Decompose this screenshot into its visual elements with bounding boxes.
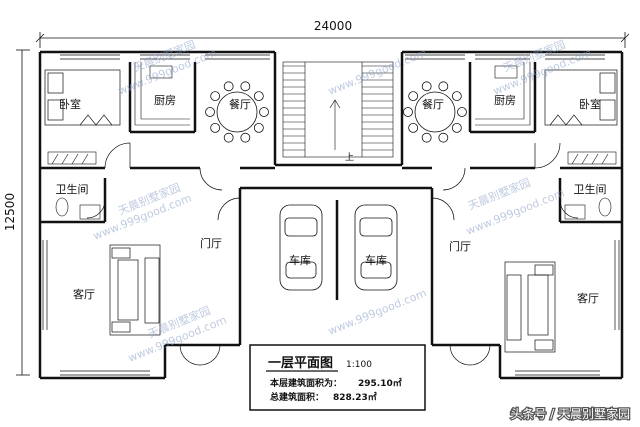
bed-left: [44, 69, 121, 126]
room-label-foyer-left: 门厅: [200, 236, 222, 250]
plan-scale: 1:100: [346, 360, 372, 370]
floor-area-value: 295.10㎡: [358, 377, 402, 389]
stair-up-label: 上: [345, 152, 354, 163]
height-dimension-label: 12500: [3, 193, 17, 231]
staircase: [282, 61, 394, 158]
watermarks: 天晨别墅家园 www.999good.com www.999good.com 天…: [91, 37, 593, 365]
bed-right: [544, 69, 618, 126]
plan-title: 一层平面图: [268, 356, 333, 371]
room-label-foyer-right: 门厅: [449, 239, 471, 253]
floor-area-label: 本层建筑面积为：: [270, 377, 342, 389]
title-block: 一层平面图 1:100 本层建筑面积为： 295.10㎡ 总建筑面积： 828.…: [249, 344, 426, 411]
car-right: [354, 204, 398, 291]
kitchen-counters: [134, 62, 531, 126]
dimension-left: [16, 49, 30, 376]
room-label-bathroom-right: 卫生间: [574, 182, 607, 196]
total-area-label: 总建筑面积：: [270, 391, 324, 403]
room-label-bedroom-right: 卧室: [579, 97, 601, 111]
walls: [38, 50, 624, 380]
room-label-bedroom-left: 卧室: [59, 97, 81, 111]
windows: [42, 54, 620, 376]
room-label-garage-left: 车库: [289, 253, 311, 267]
room-label-garage-right: 车库: [365, 253, 387, 267]
room-label-kitchen-right: 厨房: [494, 94, 516, 107]
dining-table-right: [403, 81, 467, 143]
dining-table-left: [205, 81, 269, 143]
room-label-dining-left: 餐厅: [229, 97, 251, 111]
sofa-set-right: [504, 261, 556, 353]
total-area-value: 828.23㎡: [333, 391, 377, 403]
room-label-dining-right: 餐厅: [422, 97, 444, 111]
room-label-bathroom-left: 卫生间: [56, 182, 89, 196]
wardrobes: [47, 151, 617, 165]
car-left: [279, 204, 323, 291]
dimension-top: [35, 32, 630, 48]
room-label-living-left: 客厅: [73, 287, 95, 301]
footer-credit: 头条号 / 天晨别墅家园: [510, 406, 630, 421]
watermark-url-2: www.999good.com: [326, 46, 428, 97]
watermark-url-7: www.999good.com: [326, 286, 428, 337]
width-dimension-label: 24000: [314, 19, 352, 33]
room-label-kitchen-left: 厨房: [154, 94, 176, 107]
sofa-set-left: [109, 244, 161, 336]
bathroom-fixtures: [55, 197, 612, 220]
room-label-living-right: 客厅: [577, 291, 599, 305]
